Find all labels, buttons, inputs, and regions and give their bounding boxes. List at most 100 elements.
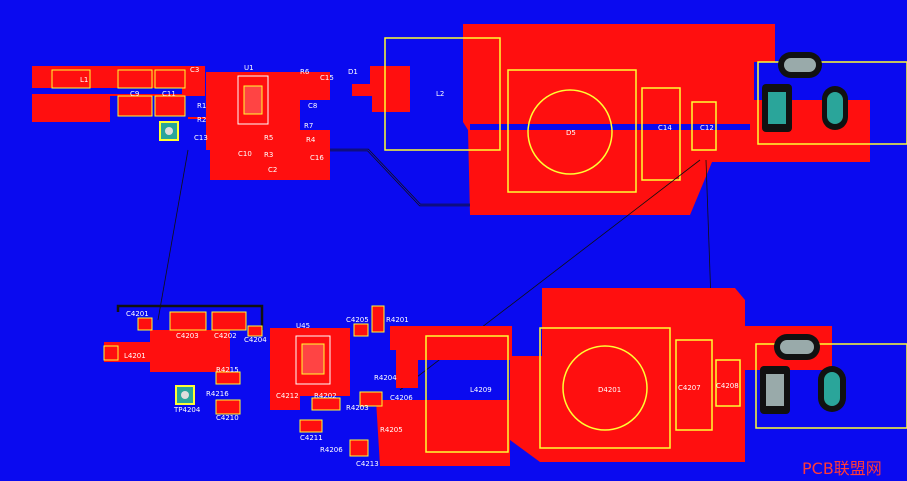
top-power-pour [463, 24, 870, 215]
l1-body [51, 69, 91, 89]
label-l4209: L4209 [470, 386, 492, 394]
d5-outline [507, 69, 637, 193]
label-r5: R5 [264, 134, 273, 142]
c4205-pad [353, 323, 369, 337]
label-c4204: C4204 [244, 336, 267, 344]
r4202-pad [311, 397, 341, 411]
bottom-input-pour [104, 330, 230, 372]
label-l2: L2 [436, 90, 444, 98]
label-c4212: C4212 [276, 392, 299, 400]
c4206-pad [359, 391, 383, 407]
label-r4202: R4202 [314, 392, 337, 400]
label-tp4204: TP4204 [173, 406, 201, 414]
top-ic-pour [206, 72, 330, 180]
label-c4213: C4213 [356, 460, 379, 468]
top-conn-pad-3-in [827, 92, 843, 124]
label-c16: C16 [310, 154, 324, 162]
ratsnest-1 [157, 149, 189, 321]
c4202-body [211, 311, 247, 331]
l2-outline [384, 37, 501, 151]
c4203-body [169, 311, 207, 331]
label-c10: C10 [238, 150, 252, 158]
top-conn-pad-2-in [768, 92, 786, 124]
bot-conn-pad-1-in [780, 340, 814, 354]
label-c4202: C4202 [214, 332, 237, 340]
label-c4201: C4201 [126, 310, 149, 318]
label-c4207: C4207 [678, 384, 701, 392]
top-conn-pad-1-in [784, 58, 816, 72]
label-r6: R6 [300, 68, 310, 76]
label-c4206: C4206 [390, 394, 413, 402]
bot-conn-pad-3-in [824, 372, 840, 406]
label-c3: C3 [190, 66, 199, 74]
top-connector-outline [757, 61, 907, 145]
top-label-group: L1 C9 C11 C3 R1 R2 C13 U1 R6 C15 D1 C8 R… [80, 64, 714, 174]
label-d5: D5 [566, 129, 576, 137]
label-c4205: C4205 [346, 316, 369, 324]
label-r3: R3 [264, 151, 273, 159]
bottom-power-pour [510, 288, 832, 462]
top-l2-link-pour [352, 66, 410, 112]
label-r4205: R4205 [380, 426, 403, 434]
d4201-outline [539, 327, 671, 449]
tp-top-hole [165, 127, 173, 135]
label-l1: L1 [80, 76, 88, 84]
c4208-outline [715, 359, 741, 407]
c4204-pad [247, 325, 263, 337]
r4215-pad [215, 371, 241, 385]
label-d1: D1 [348, 68, 358, 76]
label-c11: C11 [162, 90, 176, 98]
c12-outline [691, 101, 717, 151]
label-r2: R2 [197, 116, 206, 124]
top-trace-1 [330, 148, 470, 207]
label-c13: C13 [194, 134, 208, 142]
label-r4: R4 [306, 136, 316, 144]
label-r4201: R4201 [386, 316, 409, 324]
label-c4203: C4203 [176, 332, 199, 340]
c9-pad-b [117, 95, 153, 117]
c9-pad-a [117, 69, 153, 89]
label-r4206: R4206 [320, 446, 343, 454]
c4201-pad [137, 317, 153, 331]
watermark-text: PCB联盟网 [802, 459, 882, 478]
label-c4211: C4211 [300, 434, 323, 442]
c4207-outline [675, 339, 713, 431]
label-r4204: R4204 [374, 374, 397, 382]
bottom-connector-outline [755, 343, 907, 429]
bottom-mid-pour [376, 400, 510, 466]
d5-circle [527, 89, 613, 175]
c14-outline [641, 87, 681, 181]
label-r1: R1 [197, 102, 206, 110]
bot-conn-pad-2-in [766, 374, 784, 406]
label-u1: U1 [244, 64, 254, 72]
c4211-pad [299, 419, 323, 433]
tp4204-hole [181, 391, 189, 399]
top-input-gap [32, 88, 182, 94]
label-r7: R7 [304, 122, 313, 130]
l4201-pad [103, 345, 119, 361]
top-pour-notch [470, 124, 750, 130]
bottom-label-group: C4201 C4203 C4202 C4204 L4201 R4215 R421… [124, 310, 739, 468]
c4210-pad [215, 399, 241, 415]
label-u45: U45 [296, 322, 310, 330]
d4201-circle [562, 345, 648, 431]
label-c8: C8 [308, 102, 317, 110]
top-trace-1b [330, 149, 470, 206]
label-r4216: R4216 [206, 390, 229, 398]
label-c9: C9 [130, 90, 139, 98]
label-l4201: L4201 [124, 352, 146, 360]
label-c2: C2 [268, 166, 277, 174]
label-c15: C15 [320, 74, 334, 82]
c11-pad-b [154, 95, 186, 117]
bottom-black-trace [116, 304, 264, 330]
bottom-link-pour [390, 326, 512, 388]
label-c4208: C4208 [716, 382, 739, 390]
label-r4215: R4215 [216, 366, 239, 374]
label-c4210: C4210 [216, 414, 239, 422]
u45-epad [301, 343, 325, 375]
c4213-pad [349, 439, 369, 457]
label-d4201: D4201 [598, 386, 621, 394]
c11-pad-a [154, 69, 186, 89]
